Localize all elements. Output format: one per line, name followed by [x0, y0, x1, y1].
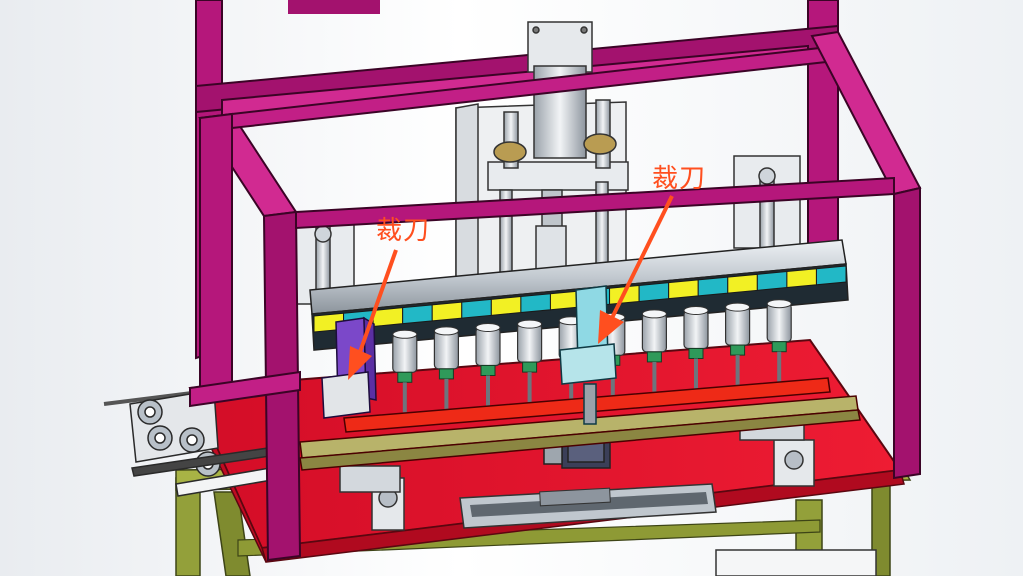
strip-segment	[638, 282, 670, 302]
annotation-label-left: 裁刀	[376, 216, 431, 246]
station-unit	[516, 319, 543, 403]
top-bar	[290, 0, 380, 14]
pneumatic-cylinder	[455, 21, 629, 283]
station-unit	[641, 309, 668, 392]
front-frame	[189, 30, 922, 562]
linear-guide	[459, 483, 717, 529]
cutter-bar	[299, 377, 861, 471]
station-unit	[392, 329, 418, 413]
station-unit	[724, 302, 751, 386]
strip-segment	[490, 296, 522, 316]
station-unit	[433, 326, 459, 409]
strip-segment	[372, 307, 404, 327]
station-unit	[683, 306, 709, 389]
strip-segment	[520, 293, 551, 314]
strip-segment	[786, 268, 817, 289]
station-unit	[766, 299, 792, 382]
station-unit	[475, 323, 501, 406]
annotation-label-right: 裁刀	[652, 164, 707, 194]
right-cutter	[559, 285, 617, 425]
strip-segment	[815, 265, 847, 286]
feed-roller-assembly	[103, 389, 273, 497]
annotation-arrows	[348, 195, 674, 380]
strip-segment	[697, 276, 729, 297]
strip-segment	[727, 273, 758, 294]
strip-segment	[756, 271, 788, 291]
strip-segment	[431, 301, 463, 322]
base-block	[715, 549, 877, 576]
strip-segment	[668, 279, 699, 300]
strip-segment	[461, 298, 492, 319]
strip-segment	[402, 304, 433, 325]
